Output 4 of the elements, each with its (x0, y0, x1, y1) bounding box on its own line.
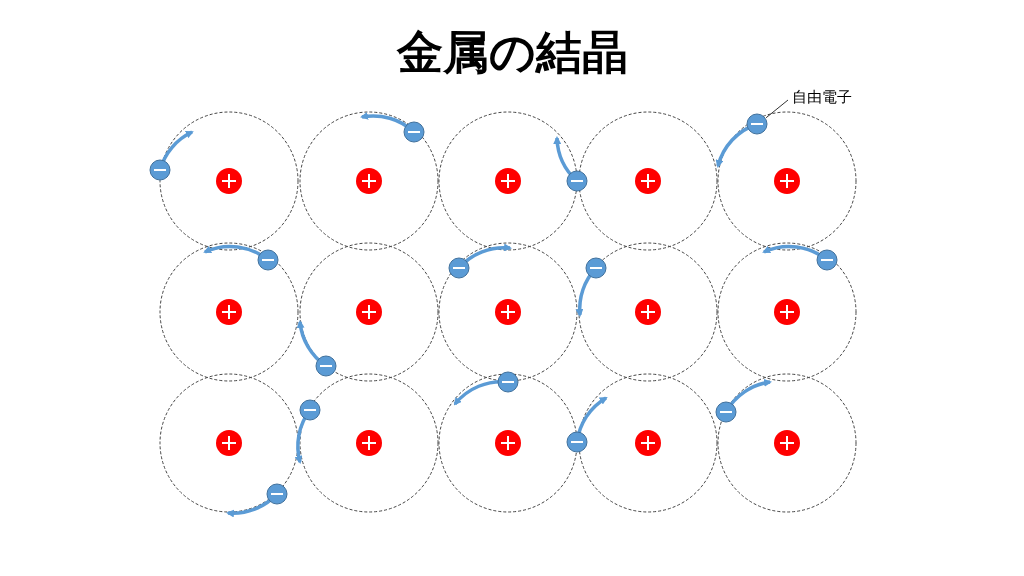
title: 金属の結晶 (396, 25, 628, 79)
leader-line (765, 99, 789, 119)
electron-icon (746, 113, 768, 135)
label-text: 自由電子 (792, 88, 852, 107)
